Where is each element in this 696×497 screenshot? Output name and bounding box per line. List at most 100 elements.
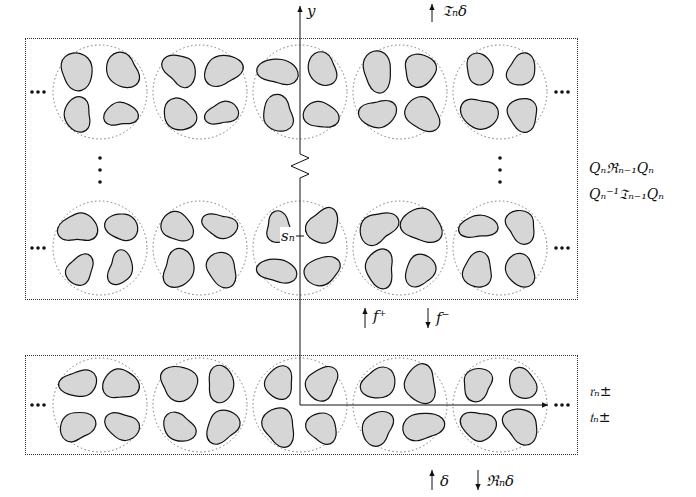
scatterer-blob [365,249,392,289]
scatterer-blob [107,52,140,88]
scatterer-blob [204,55,243,86]
ellipsis-dot [36,403,40,407]
ellipsis-dot [30,246,34,250]
math-label-holder: f⁺ [373,307,386,325]
cell-circle [353,45,447,139]
y-axis [291,6,309,405]
ellipsis-dot [42,246,46,250]
ellipsis-dot [498,156,502,160]
scatterer-blob [464,369,492,402]
scatterer-blob [264,366,291,400]
scatterer-blob [460,99,498,129]
ellipsis-dot [566,90,570,94]
scatterer-blob [207,410,240,444]
flux-arrow [432,4,433,22]
scatterer-blob [360,213,399,246]
scatterer-blob [507,99,537,133]
ellipsis-dot [554,246,558,250]
scatterer-blob [209,365,234,402]
math-label-holder: sₙ [280,227,296,245]
ellipsis-dot [554,403,558,407]
operator-labels: 𝔯ₙ±𝔱ₙ± [589,378,611,430]
operator-label: Qₙℜₙ₋₁Qₙ [589,155,664,181]
scatterer-blob [65,254,93,285]
math-label: 𝔗ₙδ [442,2,467,20]
scatterer-blob [161,211,194,241]
scatterer-blob [105,214,138,241]
cell-circle [53,45,147,139]
scatterer-blob [64,97,90,132]
cell-circle [153,358,247,452]
scatterer-blob [256,259,296,283]
math-label-holder: δ [440,472,449,490]
scatterer-blob [404,364,435,404]
ellipsis-dot [566,403,570,407]
ellipsis-dot [30,403,34,407]
ellipsis-dot [98,168,102,172]
scatterer-blob [105,413,140,441]
scatterer-blob [264,94,294,131]
math-label: y [307,2,315,20]
scatterer-blob [60,413,95,442]
x-axis [300,405,548,406]
cell-circle [353,201,447,295]
math-label-holder: y [307,2,315,20]
flux-arrow [478,470,479,490]
operator-labels: Qₙℜₙ₋₁QₙQₙ⁻¹𝔗ₙ₋₁Qₙ [589,155,664,207]
scatterer-blob [61,53,92,91]
operator-label: Qₙ⁻¹𝔗ₙ₋₁Qₙ [589,181,664,207]
scatterer-blob [160,366,197,401]
ellipsis-dot [98,156,102,160]
scatterer-blob [257,59,298,84]
ellipsis-dot [42,90,46,94]
flux-arrow [432,470,433,490]
scatterer-blob [400,208,442,242]
scatterer-blob [305,207,337,243]
scatterer-blob [202,214,238,239]
ellipsis-dot [498,168,502,172]
math-label-holder: f⁻ [436,309,449,327]
scatterer-blob [308,52,337,86]
scatterer-blob [360,367,395,398]
scatterer-blob [363,51,390,93]
scatterer-blob [405,97,440,132]
cell-circle [453,45,547,139]
scatterer-blob [505,253,534,287]
scatterer-blob [304,256,340,285]
flux-arrow [428,308,429,328]
scatterer-blob [362,411,393,446]
scatterer-blob [205,101,239,124]
flux-arrow [365,308,366,328]
scatterer-blob [502,409,536,445]
scatterer-blob [162,55,195,88]
ellipsis-dot [498,180,502,184]
ellipsis-dot [560,403,564,407]
layer-box: Qₙℜₙ₋₁QₙQₙ⁻¹𝔗ₙ₋₁Qₙ [25,38,578,300]
scatterer-blob [306,413,337,444]
scatterer-blob [462,251,491,287]
layer-box: 𝔯ₙ±𝔱ₙ± [25,355,578,455]
ellipsis-dot [554,90,558,94]
math-label: f⁺ [373,307,386,325]
scatterer-blob [305,367,338,402]
scatterer-blob [262,408,294,448]
cell-circle [153,45,247,139]
cell-circle [53,358,147,452]
scatterer-blob [59,370,97,396]
scatterer-blob [164,412,197,441]
operator-label: 𝔯ₙ± [589,378,611,404]
math-label: δ [440,472,449,490]
scatterer-blob [358,100,396,127]
scatterer-blob [405,254,436,287]
scatterer-blob [510,367,538,398]
scatterer-blob [163,248,194,287]
scatterer-blob [103,369,140,398]
scatterer-blob [505,211,534,245]
ellipsis-dot [36,90,40,94]
scatterer-blob [403,413,445,440]
math-label: sₙ [280,227,296,245]
scatterer-blob [206,252,236,287]
math-label-holder: 𝔗ₙδ [442,2,467,20]
scatterer-blob [303,101,339,127]
